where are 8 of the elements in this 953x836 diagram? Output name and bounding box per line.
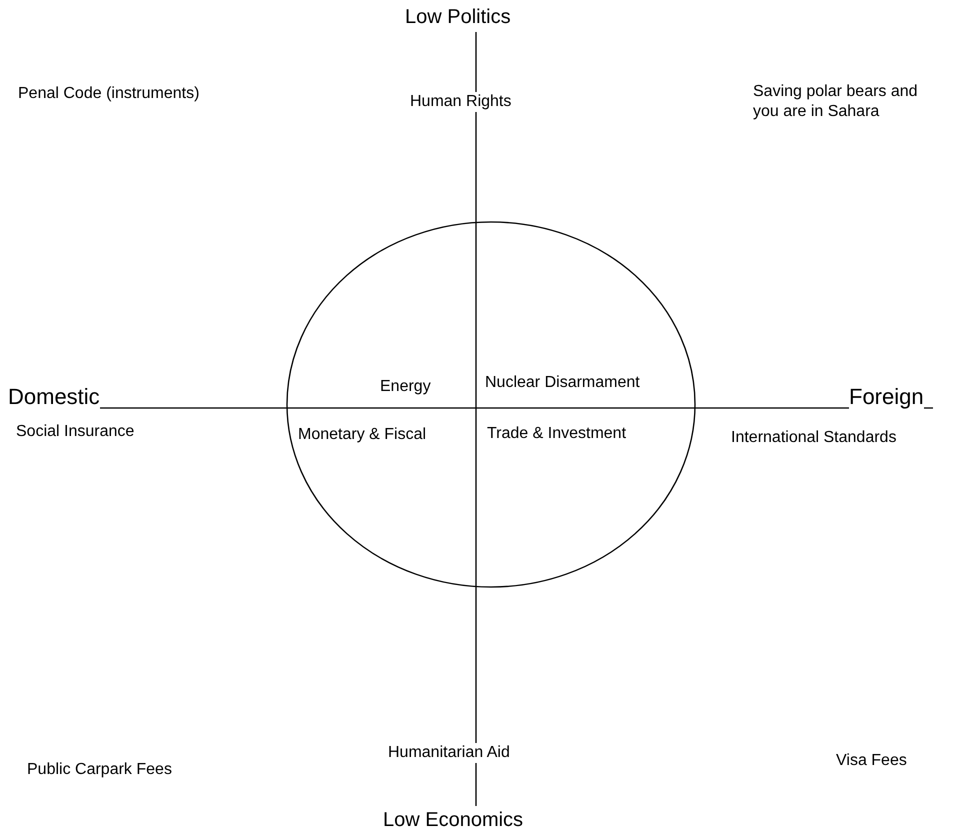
topic-label: Monetary & Fiscal — [298, 425, 426, 445]
topic-label: Penal Code (instruments) — [18, 84, 200, 104]
ellipse — [286, 221, 696, 588]
topic-label: Human Rights — [410, 92, 512, 112]
topic-label: Saving polar bears and you are in Sahara — [753, 82, 918, 122]
topic-label: Humanitarian Aid — [388, 743, 510, 763]
topic-label: Energy — [380, 377, 431, 397]
topic-label: Public Carpark Fees — [27, 760, 172, 780]
